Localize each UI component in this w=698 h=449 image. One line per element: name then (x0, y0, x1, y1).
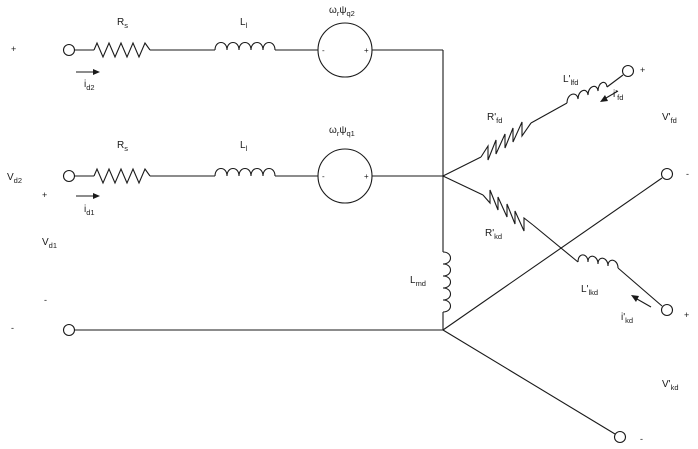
label-ikd: i'kd (621, 312, 633, 325)
source-q2-minus-sign: - (322, 46, 325, 55)
sign-minus-left-bottom: - (11, 323, 14, 333)
current-arrow-ifd (600, 90, 619, 102)
terminal-kd-plus (660, 303, 674, 317)
label-lmd: Lmd (410, 275, 426, 288)
wire (532, 224, 579, 263)
terminal-bottom (62, 323, 76, 337)
label-id2: id2 (84, 79, 95, 92)
terminal-d1 (62, 169, 76, 183)
label-ll-mid: Ll (240, 140, 248, 153)
label-rkd: R'kd (485, 228, 502, 241)
sign-minus-fd: - (686, 169, 689, 179)
sign-plus-left-mid: + (42, 190, 47, 200)
label-rfd: R'fd (487, 112, 502, 125)
resistor-rkd (482, 189, 534, 232)
sign-minus-left-mid: - (44, 295, 47, 305)
sign-minus-kd: - (640, 434, 643, 444)
resistor-rs-mid (93, 167, 151, 185)
label-ifd: i'fd (613, 89, 623, 102)
inductor-ll-mid (214, 167, 276, 177)
wire (442, 329, 616, 435)
wire (606, 74, 624, 88)
terminal-fd-plus (621, 64, 635, 78)
inductor-ll-top (214, 41, 276, 51)
label-source-q1: ωrψq1 (329, 125, 355, 138)
inductor-lmd (442, 251, 452, 313)
label-vd1: Vd1 (42, 237, 57, 250)
resistor-rfd (480, 121, 532, 161)
terminal-d2-top (62, 43, 76, 57)
wire (617, 267, 663, 307)
label-vfd: V'fd (662, 112, 677, 125)
wire (442, 175, 484, 196)
wire (442, 177, 663, 331)
source-q1-plus-sign: + (364, 172, 369, 181)
source-q2-plus-sign: + (364, 46, 369, 55)
current-arrow-id1 (76, 193, 100, 199)
current-arrow-ikd (631, 295, 652, 308)
terminal-fd-minus (660, 167, 674, 181)
label-ll-top: Ll (240, 17, 248, 30)
label-id1: id1 (84, 204, 95, 217)
source-q1-minus-sign: - (322, 172, 325, 181)
resistor-rs-top (93, 41, 151, 59)
wire (442, 156, 482, 177)
current-arrow-id2 (76, 69, 100, 75)
label-vd2: Vd2 (7, 172, 22, 185)
inductor-llkd (577, 254, 619, 269)
terminal-kd-minus (613, 430, 627, 444)
inductor-llfd (566, 81, 608, 104)
sign-plus-kd: + (684, 310, 689, 320)
label-source-q2: ωrψq2 (329, 5, 355, 18)
label-llkd: L'lkd (581, 284, 598, 297)
label-rs-top: Rs (117, 17, 128, 30)
label-llfd: L'lfd (563, 74, 578, 87)
label-rs-mid: Rs (117, 140, 128, 153)
label-vkd: V'kd (662, 379, 679, 392)
wire (530, 102, 568, 124)
sign-plus-fd: + (640, 65, 645, 75)
sign-plus-left-top: + (11, 44, 16, 54)
